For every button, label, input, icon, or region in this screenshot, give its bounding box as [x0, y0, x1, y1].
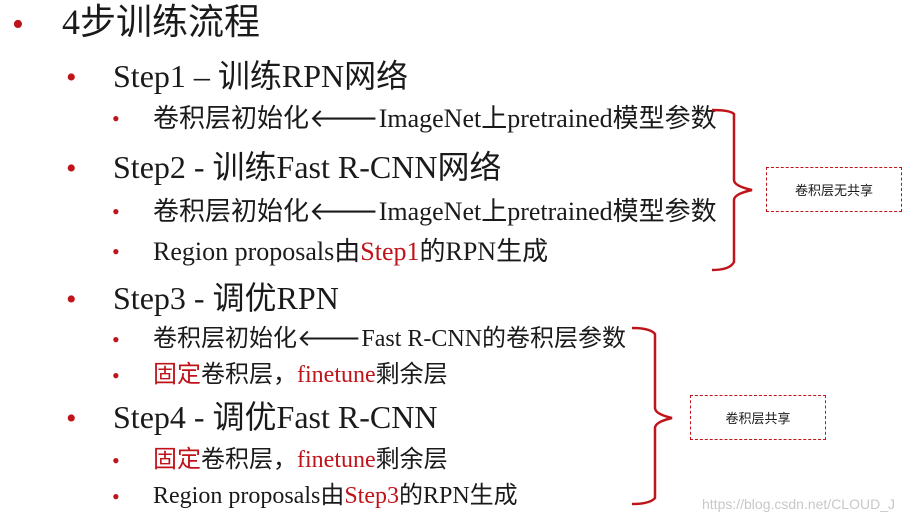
- annotation-shared: 卷积层共享: [690, 395, 826, 440]
- title-bullet: •: [12, 6, 24, 43]
- item-text-highlight: Step3: [344, 483, 399, 509]
- step-4-item-2: Region proposals由Step3的RPN生成: [153, 484, 518, 508]
- item-text: 卷积层初始化🡐ImageNet上pretrained模型参数: [153, 104, 717, 133]
- item-text: Region proposals由: [153, 237, 361, 266]
- step-3-heading: Step3 - 调优RPN: [113, 280, 339, 316]
- step-2-item-1: 卷积层初始化🡐ImageNet上pretrained模型参数: [153, 199, 717, 225]
- item-text: 剩余层: [375, 362, 448, 388]
- item-text: 卷积层初始化🡐ImageNet上pretrained模型参数: [153, 197, 717, 226]
- item-text-highlight: Step1: [360, 237, 420, 266]
- item-text-highlight: 固定: [153, 447, 201, 473]
- item-text: 的RPN生成: [399, 483, 518, 509]
- annotation-not-shared: 卷积层无共享: [766, 167, 902, 212]
- item-text: 剩余层: [375, 447, 448, 473]
- item-bullet: •: [112, 363, 120, 388]
- step-1-heading: Step1 – 训练RPN网络: [113, 58, 409, 94]
- item-bullet: •: [112, 484, 120, 509]
- step-3-item-2: 固定卷积层，finetune剩余层: [153, 363, 448, 387]
- item-text-highlight: 固定: [153, 362, 201, 388]
- step-2-heading: Step2 - 训练Fast R-CNN网络: [113, 149, 502, 185]
- page-title: 4步训练流程: [62, 2, 261, 42]
- step-3-item-1: 卷积层初始化🡐Fast R-CNN的卷积层参数: [153, 327, 626, 351]
- item-text-highlight: finetune: [297, 447, 376, 473]
- step-bullet: •: [66, 402, 77, 435]
- item-bullet: •: [112, 199, 120, 224]
- watermark: https://blog.csdn.net/CLOUD_J: [702, 496, 895, 512]
- step-bullet: •: [66, 152, 77, 185]
- brace-upper: [711, 108, 753, 272]
- item-text: 卷积层，: [201, 362, 297, 388]
- item-bullet: •: [112, 448, 120, 473]
- item-text: 卷积层初始化🡐Fast R-CNN的卷积层参数: [153, 326, 627, 352]
- item-bullet: •: [112, 327, 120, 352]
- item-text: Region proposals由: [153, 483, 345, 509]
- item-bullet: •: [112, 239, 120, 264]
- item-text: 卷积层，: [201, 447, 297, 473]
- item-text: 的RPN生成: [419, 237, 549, 266]
- step-4-heading: Step4 - 调优Fast R-CNN: [113, 399, 438, 435]
- step-2-item-2: Region proposals由Step1的RPN生成: [153, 239, 548, 265]
- item-bullet: •: [112, 106, 120, 131]
- step-bullet: •: [66, 283, 77, 316]
- step-4-item-1: 固定卷积层，finetune剩余层: [153, 448, 448, 472]
- step-bullet: •: [66, 61, 77, 94]
- brace-lower: [631, 326, 673, 506]
- step-1-item-1: 卷积层初始化🡐ImageNet上pretrained模型参数: [153, 106, 717, 132]
- item-text-highlight: finetune: [297, 362, 376, 388]
